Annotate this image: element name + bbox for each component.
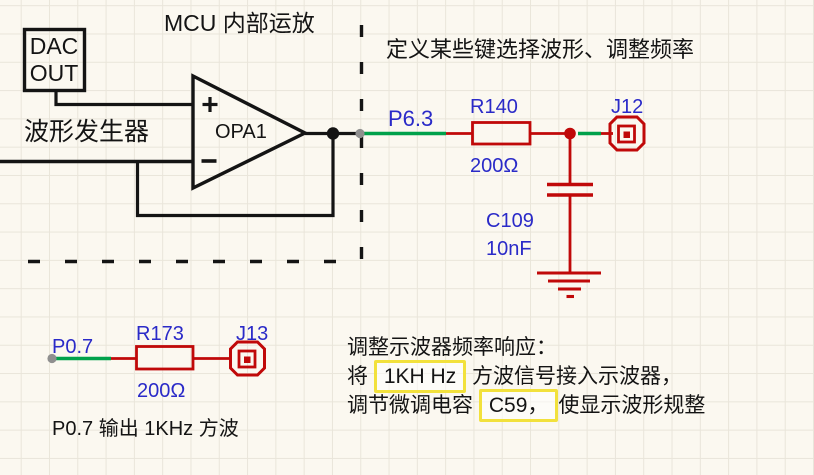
connector-pad-j12 [617, 124, 636, 144]
opamp-triangle[interactable] [191, 73, 309, 191]
feedback-wire[interactable] [135, 133, 335, 218]
partition-dashed-line[interactable] [28, 25, 364, 264]
r140-designator[interactable]: R140 [470, 96, 518, 118]
ground-symbol[interactable] [537, 271, 601, 299]
connector-hole-j13 [244, 356, 251, 363]
c109-value[interactable]: 10nF [486, 238, 532, 260]
freq-note-line3-suffix: 使显示波形规整 [558, 394, 706, 417]
port-dot-p63 [355, 128, 365, 139]
connector-octagon-j12[interactable] [608, 115, 646, 152]
freq-note-line2-suffix: 方波信号接入示波器， [466, 365, 683, 388]
c109-designator[interactable]: C109 [486, 210, 534, 232]
connector-hole-j12 [623, 131, 630, 138]
j12-symbol[interactable] [608, 115, 646, 152]
connector-octagon-j13[interactable] [229, 340, 266, 377]
dac-out-label[interactable]: DAC OUT [23, 28, 85, 91]
freq-note-line3[interactable]: 调节微调电容 C59，使显示波形规整 [347, 389, 706, 422]
j13-symbol[interactable] [229, 340, 266, 377]
r173-value[interactable]: 200Ω [137, 380, 186, 402]
j13-designator[interactable]: J13 [236, 323, 269, 345]
resistor-body-r140[interactable] [471, 121, 532, 146]
j12-designator[interactable]: J12 [611, 96, 644, 118]
freq-note-line2[interactable]: 将 1KH Hz 方波信号接入示波器， [347, 360, 683, 393]
dac-out-wire[interactable] [54, 91, 193, 107]
opamp-designator[interactable]: OPA1 [215, 121, 267, 143]
highlight-1khz: 1KH Hz [373, 360, 467, 393]
dac-out-symbol[interactable] [22, 27, 194, 107]
c109-symbol[interactable] [547, 138, 593, 273]
p07-output-caption[interactable]: P0.7 输出 1KHz 方波 [52, 418, 239, 440]
highlight-c59: C59， [478, 389, 559, 422]
r140-value[interactable]: 200Ω [470, 155, 519, 177]
freq-note-line1[interactable]: 调整示波器频率响应： [347, 336, 557, 359]
r173-designator[interactable]: R173 [136, 323, 184, 345]
freq-note-line2-prefix: 将 [347, 365, 374, 388]
dac-out-box[interactable] [22, 27, 87, 93]
dac-out-line1: DAC [29, 32, 79, 59]
mcu-internal-opamp-title[interactable]: MCU 内部运放 [164, 10, 315, 36]
define-keys-note[interactable]: 定义某些键选择波形、调整频率 [386, 37, 695, 62]
net-wires-green[interactable] [52, 131, 601, 361]
dac-out-line2: OUT [29, 59, 79, 86]
plus-input-icon [202, 97, 218, 112]
connector-pad-j13 [237, 349, 257, 369]
r173-symbol[interactable] [111, 345, 232, 371]
net-label-p07[interactable]: P0.7 [52, 336, 94, 358]
net-label-p63[interactable]: P6.3 [388, 106, 434, 131]
resistor-body-r173[interactable] [135, 345, 195, 371]
waveform-generator-label[interactable]: 波形发生器 [24, 118, 150, 146]
r140-symbol[interactable] [446, 121, 566, 146]
junction-dot-red [564, 127, 576, 140]
output-junction-dot [326, 127, 340, 140]
freq-note-line3-prefix: 调节微调电容 [347, 394, 479, 417]
port-dot-p07 [47, 353, 57, 364]
opamp-symbol[interactable] [135, 73, 361, 218]
